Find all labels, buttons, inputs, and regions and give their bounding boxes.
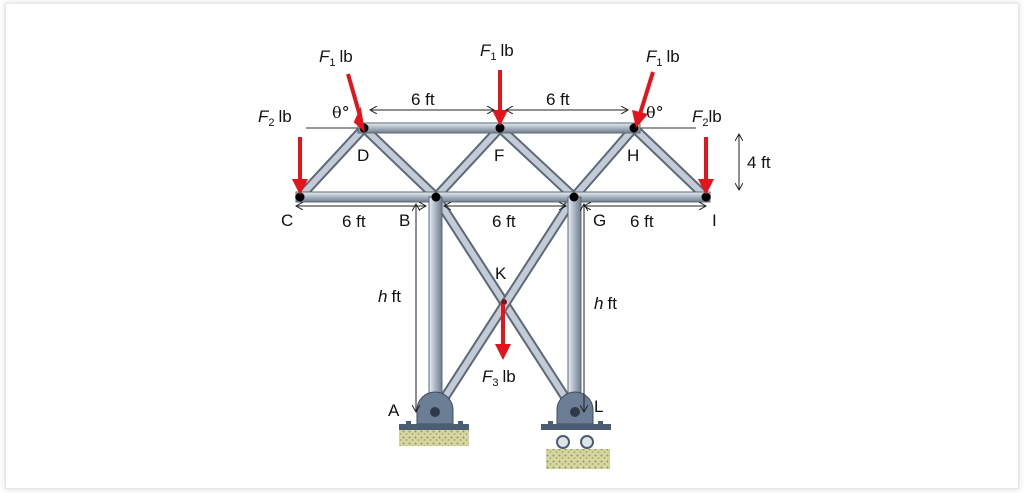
member-BF-hl [433,125,503,200]
label-theta-left: θ° [332,103,350,122]
dim-label-bottom-left: 6 ft [342,212,366,231]
support-A [399,391,469,446]
node-label-A: A [388,401,400,420]
arrow-F1-left [346,73,362,117]
joint-I [701,192,711,202]
node-label-B: B [399,211,410,230]
dim-label-height: 4 ft [747,153,771,172]
node-label-G: G [593,211,606,230]
node-label-K: K [495,264,507,283]
node-label-C: C [281,211,293,230]
label-theta-right: θ° [646,103,664,122]
node-label-L: L [594,397,603,416]
support-L [541,391,611,469]
arrow-F1-right [638,71,655,115]
node-label-D: D [357,146,369,165]
node-label-H: H [627,146,639,165]
member-FG-hl [497,125,577,200]
member-CD-hl [297,125,367,200]
member-HI-hl [631,125,709,200]
node-label-I: I [712,211,717,230]
joint-C [295,192,305,202]
member-CI [295,191,711,203]
dimension-lines [296,110,739,412]
load-arrows [292,70,714,360]
node-label-F: F [494,146,504,165]
joint-B [431,192,441,202]
column-AB [428,196,443,413]
joint-K [501,299,507,305]
column-GL [567,196,582,413]
joint-G [569,192,579,202]
dim-label-bottom-right: 6 ft [630,212,654,231]
dim-label-top-left: 6 ft [411,90,435,109]
dim-label-top-right: 6 ft [546,90,570,109]
label-F2-right: F2lb [692,107,722,129]
dim-label-bottom-mid: 6 ft [492,212,516,231]
member-DB-hl [361,125,439,200]
member-GH-hl [571,125,637,200]
joint-F [495,123,505,133]
